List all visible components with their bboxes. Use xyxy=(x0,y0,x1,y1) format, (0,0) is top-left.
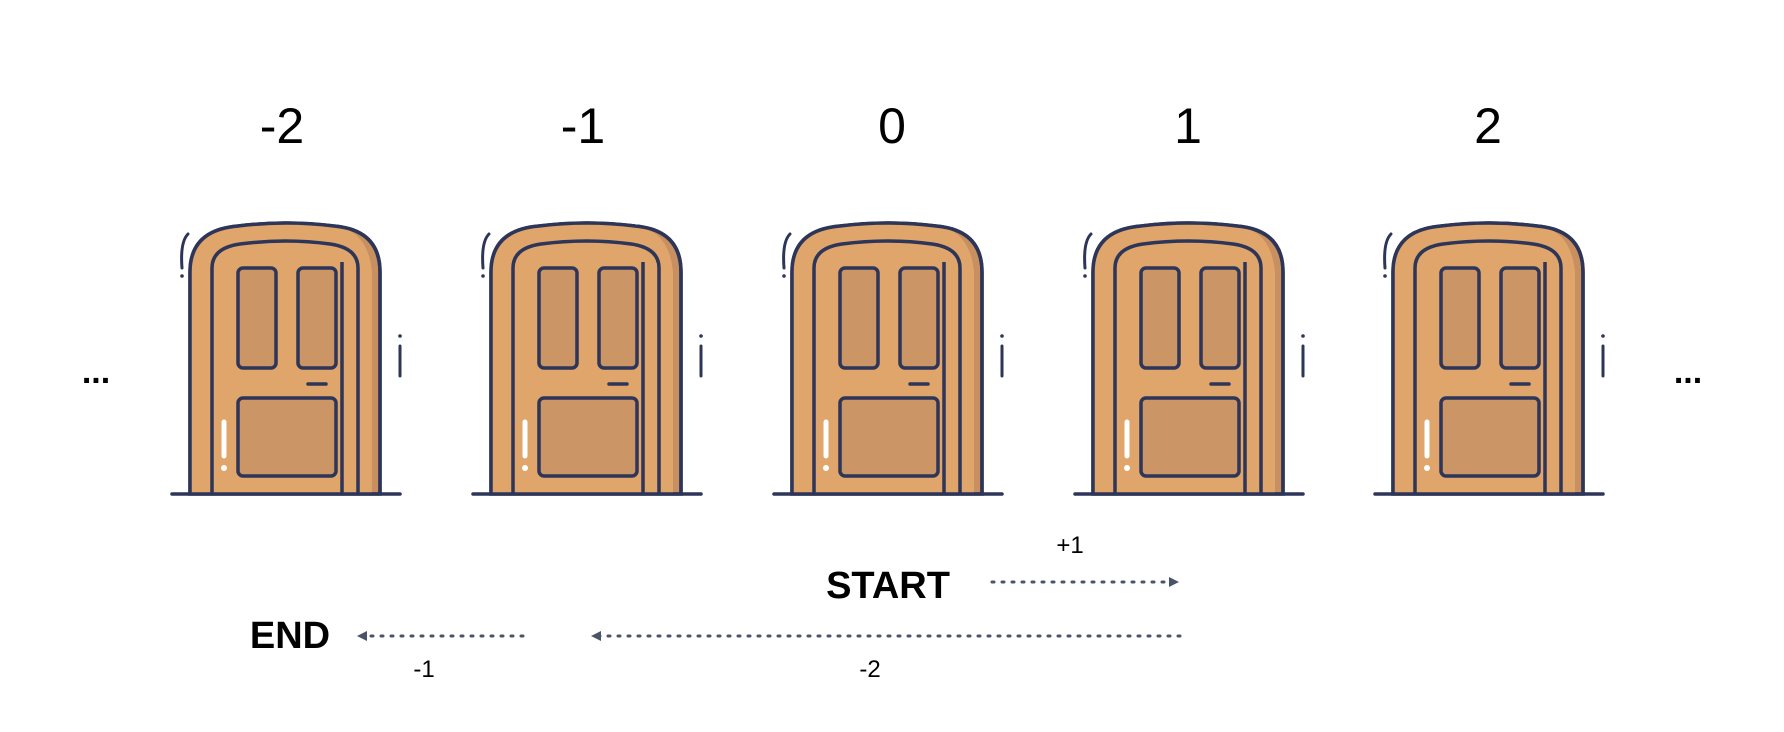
door-icon xyxy=(473,223,703,494)
step-label: -1 xyxy=(413,656,434,683)
door-icon xyxy=(172,223,402,494)
door-label: -1 xyxy=(561,98,605,154)
door-icon xyxy=(774,223,1004,494)
door-label: 1 xyxy=(1174,98,1202,154)
step-label: -2 xyxy=(859,656,880,683)
door-label: 0 xyxy=(878,98,906,154)
door-label: -2 xyxy=(260,98,304,154)
end-label: END xyxy=(250,615,330,657)
door-icon xyxy=(1375,223,1605,494)
start-label: START xyxy=(826,565,950,607)
ellipsis-left: ... xyxy=(82,353,110,391)
door-label: 2 xyxy=(1474,98,1502,154)
ellipsis-right: ... xyxy=(1674,353,1702,391)
door-icon xyxy=(1075,223,1305,494)
step-label: +1 xyxy=(1056,532,1083,559)
